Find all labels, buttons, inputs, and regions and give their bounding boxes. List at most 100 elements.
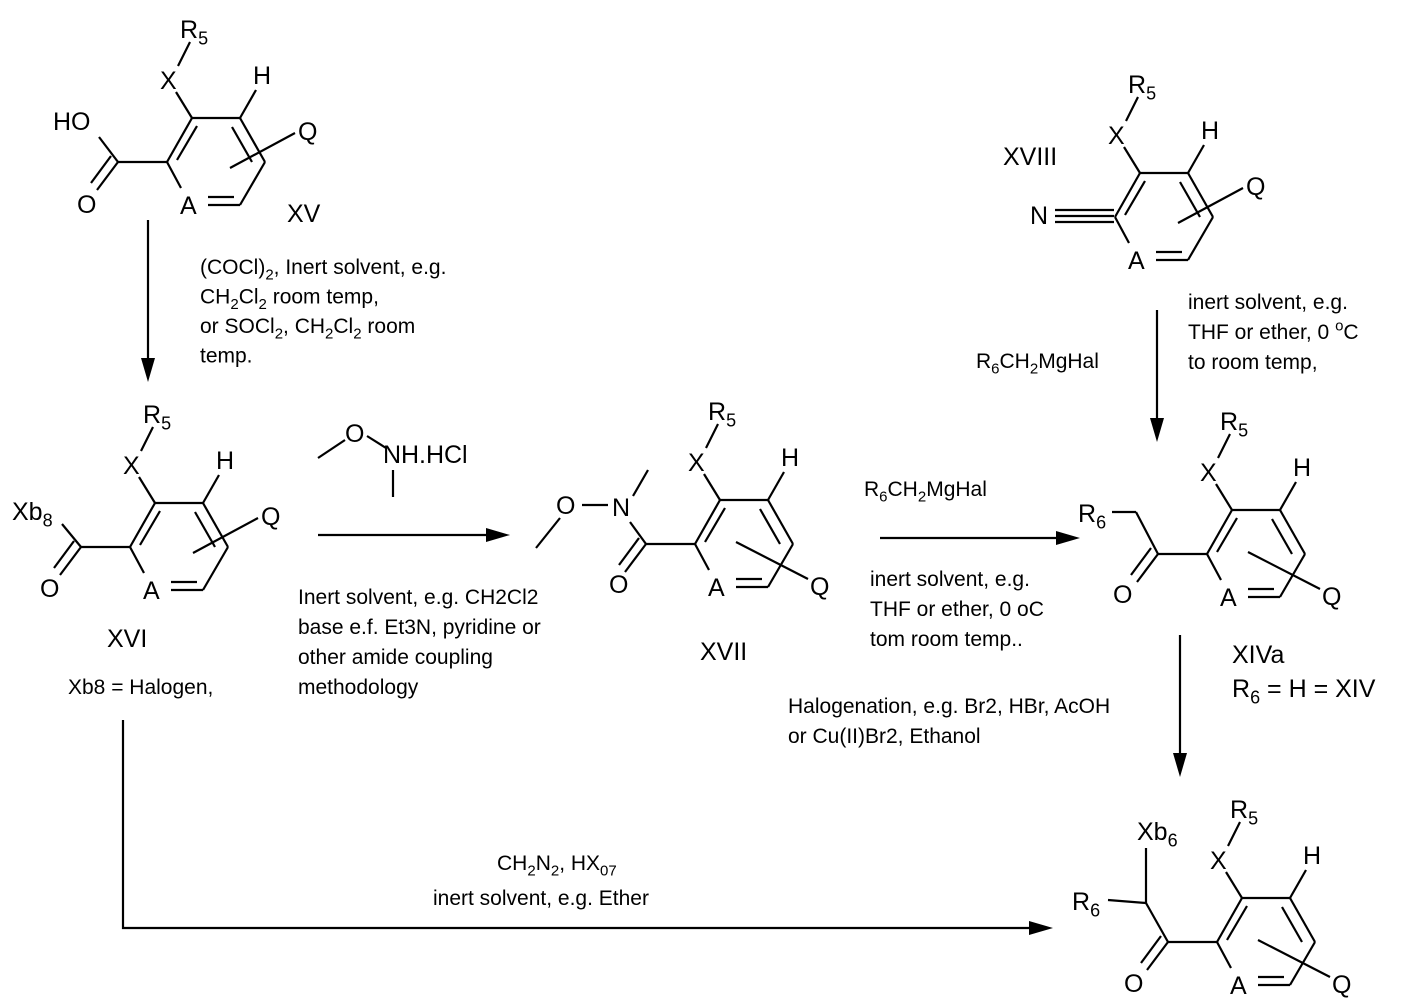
text-run: CH <box>888 478 918 501</box>
text-run: methodology <box>298 676 419 699</box>
text-run: X <box>688 449 705 477</box>
text-run: temp. <box>200 345 253 368</box>
conditions-step4: inert solvent, e.g.THF or ether, 0 o​Cto… <box>1188 291 1359 374</box>
subscript: 6 <box>879 488 887 505</box>
text-run: Cl <box>239 286 259 309</box>
atom-Q: Q <box>1332 971 1351 999</box>
ketone-group: R6​ O <box>1078 500 1207 609</box>
text-run: Q <box>298 118 317 146</box>
conditions-step6b: inert solvent, e.g. Ether <box>433 887 649 910</box>
text-run: R <box>1230 796 1248 824</box>
compound-xvi: XR5​HAQ <box>123 401 280 605</box>
text-run: THF or ether, 0 <box>1188 321 1335 344</box>
conditions-step1: (COCl)2​, Inert solvent, e.g.CH2​Cl2​ ro… <box>200 256 446 368</box>
subscript: 6 <box>1096 512 1106 532</box>
atom-H: H <box>1293 454 1311 482</box>
text-run: (COCl) <box>200 256 265 279</box>
atom-Q: Q <box>261 503 280 531</box>
atom-R6: R6​ <box>1078 500 1106 532</box>
subscript: 2 <box>259 296 267 313</box>
atom-X: X <box>123 452 140 480</box>
subscript: 5 <box>1146 83 1156 103</box>
text-run: Inert solvent, e.g. CH2Cl2 <box>298 586 538 609</box>
atom-NH: NH <box>383 441 419 469</box>
text-run: A <box>180 192 197 220</box>
compound-label-xv: XV <box>287 200 321 228</box>
condition-line: inert solvent, e.g. <box>870 568 1030 591</box>
condition-line: CH2​N2​, HX07​ <box>497 852 617 879</box>
text-run: H <box>1293 454 1311 482</box>
text-run: = H = XIV <box>1260 675 1376 703</box>
arrow-xv-to-xvi <box>141 220 155 382</box>
subscript: 5 <box>161 413 171 433</box>
text-run: THF or ether, 0 oC <box>870 598 1044 621</box>
text-run: or Cu(II)Br2, Ethanol <box>788 725 981 748</box>
atom-H: H <box>781 444 799 472</box>
aromatic-ring-bonds <box>1115 97 1213 260</box>
compound-xviii: XR5​HAQ <box>1108 71 1265 275</box>
text-run: CH <box>1000 350 1030 373</box>
subscript: 5 <box>1238 420 1248 440</box>
condition-line: Inert solvent, e.g. CH2Cl2 <box>298 586 538 609</box>
atom-R5: R5​ <box>143 401 171 433</box>
text-run: Cl <box>333 315 353 338</box>
text-run: R <box>143 401 161 429</box>
condition-line: R6​CH2​MgHal <box>976 350 1099 377</box>
aromatic-ring-bonds <box>130 427 228 590</box>
text-run: A <box>708 574 725 602</box>
condition-line: Xb8 = Halogen, <box>68 676 213 699</box>
text-run: H <box>1201 117 1219 145</box>
text-run: tom room temp.. <box>870 628 1023 651</box>
text-run: C <box>1343 321 1358 344</box>
condition-line: R6​CH2​MgHal <box>864 478 987 505</box>
q-substituent-bond <box>736 542 808 579</box>
text-run: R <box>1220 408 1238 436</box>
atom-O: O <box>345 420 364 448</box>
text-run: to room temp, <box>1188 351 1318 374</box>
compound-final: XR5​HAQ <box>1210 796 1351 1000</box>
atom-H: H <box>1201 117 1219 145</box>
atom-H: H <box>253 62 271 90</box>
text-run: A <box>1220 584 1237 612</box>
condition-line: inert solvent, e.g. Ether <box>433 887 649 910</box>
text-run: Q <box>1246 173 1265 201</box>
atom-A: A <box>1230 972 1247 1000</box>
text-run: room temp, <box>267 286 379 309</box>
text-run: R <box>1232 675 1250 703</box>
atom-R5: R5​ <box>1128 71 1156 103</box>
text-run: Xb <box>1137 818 1168 846</box>
subscript: 2 <box>1030 360 1038 377</box>
atom-Q: Q <box>810 573 829 601</box>
subscript: 5 <box>198 28 208 48</box>
text-run: R <box>1128 71 1146 99</box>
condition-line: Halogenation, e.g. Br2, HBr, AcOH <box>788 695 1110 718</box>
compound-label-xiva: XIVa <box>1232 641 1284 669</box>
subscript: 2 <box>325 325 333 342</box>
atom-HO: HO <box>53 108 91 136</box>
q-substituent-bond <box>1248 552 1320 589</box>
text-run: A <box>1230 972 1247 1000</box>
subscript: 07 <box>600 862 617 879</box>
reagent-step4: R6​CH2​MgHal <box>976 350 1099 377</box>
carboxylic-acid-group: HO O <box>53 108 167 219</box>
text-run: X <box>1200 459 1217 487</box>
text-run: Q <box>1332 971 1351 999</box>
text-run: R <box>976 350 991 373</box>
atom-H: H <box>1303 842 1321 870</box>
atom-A: A <box>708 574 725 602</box>
text-run: Xb <box>12 498 43 526</box>
atom-X: X <box>688 449 705 477</box>
text-run: inert solvent, e.g. <box>1188 291 1348 314</box>
q-substituent-bond <box>1258 940 1330 977</box>
subscript: 6 <box>991 360 999 377</box>
text-run: other amide coupling <box>298 646 493 669</box>
text-run: H <box>216 447 234 475</box>
atom-Xb6: Xb6​ <box>1137 818 1178 850</box>
text-run: inert solvent, e.g. <box>870 568 1030 591</box>
text-run: X <box>1210 847 1227 875</box>
compound-xiva: XR5​HAQ <box>1200 408 1341 612</box>
condition-line: other amide coupling <box>298 646 493 669</box>
condition-line: or SOCl2​, CH2​Cl2​ room <box>200 315 415 342</box>
text-run: inert solvent, e.g. Ether <box>433 887 649 910</box>
compound-label-xvi: XVI <box>107 625 147 653</box>
